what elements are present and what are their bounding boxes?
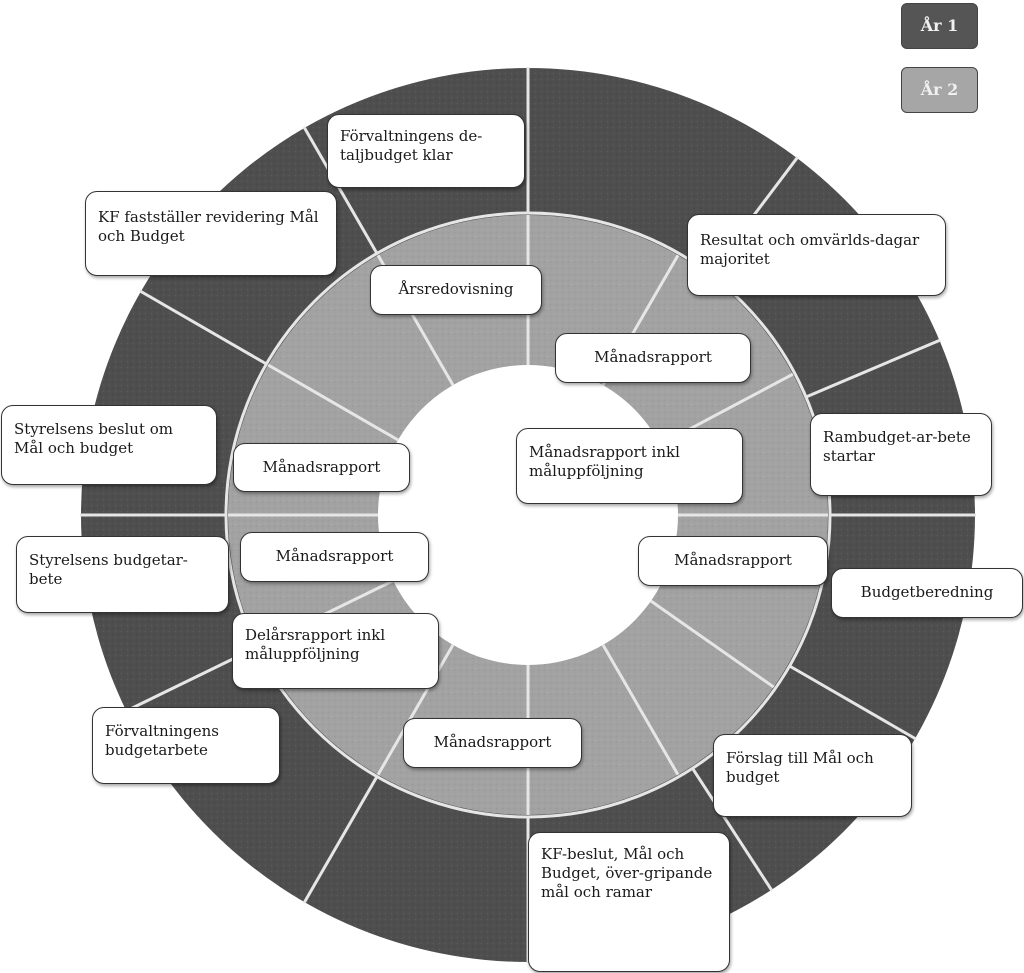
inner-divider-7: [376, 644, 455, 776]
inner-label-manadsrapport-3: Månadsrapport: [403, 718, 582, 768]
inner-label-manadsrapport-maluppfoljning: Månadsrapport inkl måluppföljning: [516, 428, 743, 504]
outer-label-forvaltningens-budgetarbete: Förvaltningens budgetarbete: [92, 707, 280, 784]
outer-label-forvaltningens-detaljbudget: Förvaltningens de-taljbudget klar: [327, 114, 525, 188]
outer-label-rambudgetarbete: Rambudget-ar-bete startar: [810, 413, 992, 496]
legend-year1-label: År 1: [920, 16, 959, 35]
outer-label-styrelsens-budgetarbete: Styrelsens budgetar-bete: [16, 536, 229, 613]
inner-divider-10: [267, 363, 399, 442]
inner-label-manadsrapport-5: Månadsrapport: [233, 443, 410, 492]
inner-divider-4: [650, 599, 775, 689]
legend-year2-label: År 2: [920, 80, 959, 99]
outer-divider-4: [788, 664, 917, 741]
inner-label-manadsrapport-1: Månadsrapport: [555, 333, 751, 383]
outer-label-budgetberedning: Budgetberedning: [831, 568, 1023, 618]
inner-divider-5: [601, 644, 680, 776]
outer-divider-2: [805, 338, 941, 399]
outer-label-kf-faststaller-revidering: KF fastställer revidering Mål och Budget: [85, 191, 337, 276]
outer-divider-10: [139, 289, 268, 366]
inner-label-arsredovisning: Årsredovisning: [370, 265, 542, 315]
outer-divider-7: [302, 775, 379, 904]
outer-label-resultat-och-omvarldsdagar: Resultat och omvärlds-dagar majoritet: [687, 214, 946, 296]
legend-year1: År 1: [901, 3, 978, 49]
outer-divider-11: [302, 126, 379, 255]
outer-label-forslag-mal-och-budget: Förslag till Mål och budget: [713, 734, 912, 817]
outer-label-kf-beslut: KF-beslut, Mål och Budget, över-gripande…: [528, 832, 730, 972]
inner-label-manadsrapport-4: Månadsrapport: [240, 532, 429, 582]
legend-year2: År 2: [901, 67, 978, 113]
outer-label-styrelsens-beslut: Styrelsens beslut om Mål och budget: [1, 405, 217, 485]
outer-divider-5: [691, 767, 774, 892]
inner-label-manadsrapport-2: Månadsrapport: [638, 536, 828, 586]
inner-label-delarsrapport-maluppfoljning: Delårsrapport inkl måluppföljning: [232, 613, 439, 689]
